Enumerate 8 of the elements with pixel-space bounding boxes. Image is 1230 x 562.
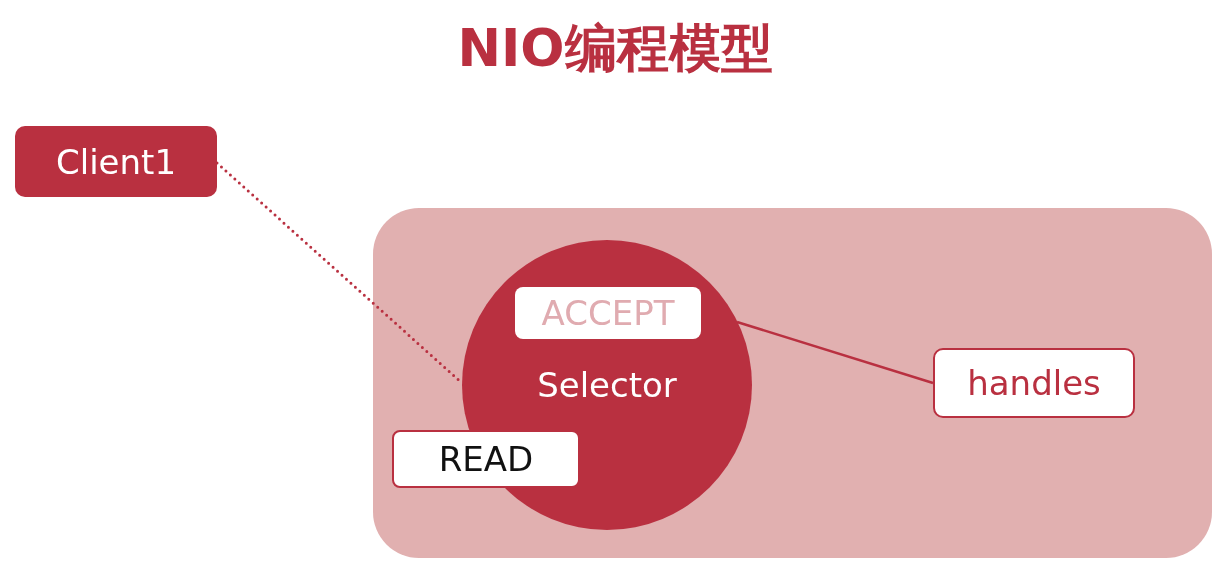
event-tag: ACCEPT xyxy=(515,287,701,339)
title: NIO编程模型 xyxy=(457,17,773,80)
client-box: Client1 xyxy=(15,126,217,197)
connector-line xyxy=(736,320,934,385)
selector-label: Selector xyxy=(537,365,677,405)
handler-box: handles xyxy=(933,348,1135,418)
rounded-panel xyxy=(373,208,1212,558)
event-tag: READ xyxy=(392,430,580,488)
